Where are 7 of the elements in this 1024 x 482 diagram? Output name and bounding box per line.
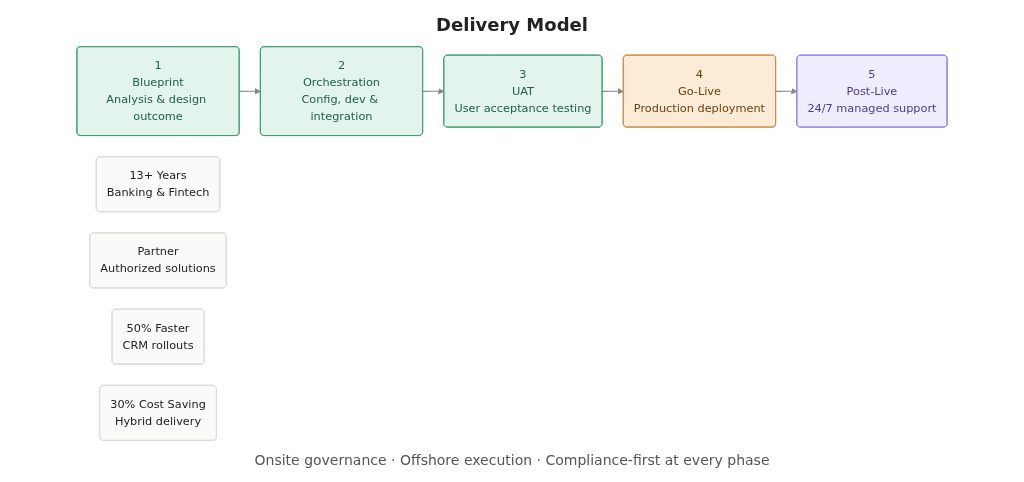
- arrow: [601, 88, 624, 95]
- arrow: [239, 88, 261, 95]
- flowchart-drawing: 1 Blueprint Analysis & design outcome 2 Orchestration Config, dev & integration 3 UAT User acceptance testing 4 Go-Live Production deployment 5 Post-Live 24/7 managed support 13+ Years Banking & Fintech Partner Authorized solutions 50% Faster CRM rollouts 30% Cost Saving Hybrid delivery: [12, 41, 1012, 446]
- arrow: [775, 88, 798, 95]
- arrow: [422, 88, 445, 95]
- diagram-caption: Onsite governance · Offshore execution · Compliance-first at every phase: [254, 452, 770, 468]
- diagram-title: Delivery Model: [436, 14, 588, 35]
